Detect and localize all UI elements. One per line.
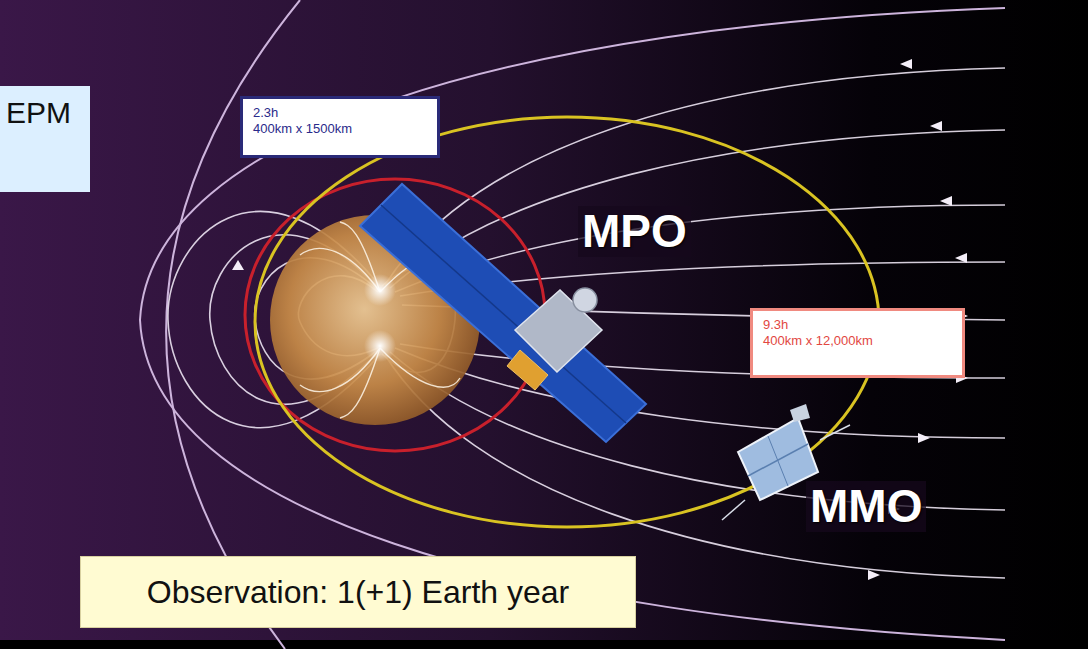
node-text: EPM — [6, 94, 84, 132]
pole-glow — [364, 330, 396, 362]
node-text: Observation: 1(+1) Earth year — [95, 572, 621, 612]
info-box: EPM — [0, 86, 90, 192]
note-box: Observation: 1(+1) Earth year — [80, 556, 636, 628]
field-lines — [168, 68, 1005, 578]
bottom-band — [0, 640, 1088, 649]
orbit-box: 9.3h400km x 12,000km — [750, 308, 965, 378]
node-text: 400km x 1500km — [253, 121, 427, 137]
node-text: 2.3h — [253, 105, 427, 121]
node-text: 9.3h — [763, 317, 952, 333]
magnetosphere-boundary — [140, 0, 1005, 649]
node-text: 400km x 12,000km — [763, 333, 952, 349]
orbit-box: 2.3h400km x 1500km — [240, 96, 440, 158]
field-arrows — [232, 59, 968, 580]
pole-glow — [364, 274, 396, 306]
spacecraft-name: MPO — [578, 206, 691, 257]
spacecraft-name: MMO — [806, 481, 926, 532]
